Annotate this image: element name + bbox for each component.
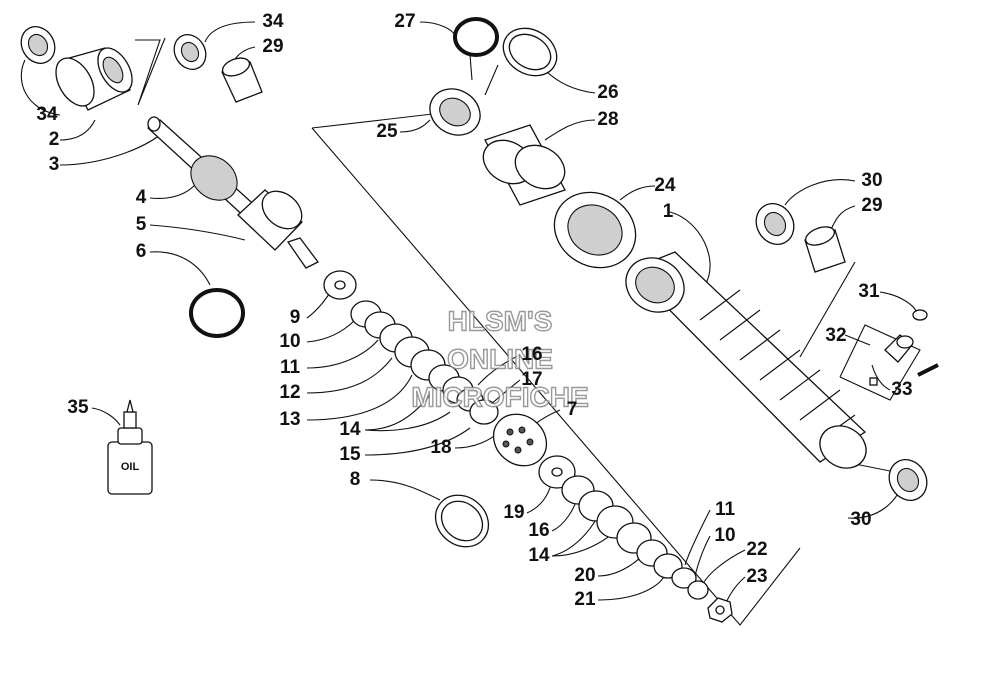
callout-29-top: 29 — [262, 36, 283, 57]
o-ring-27 — [453, 17, 499, 57]
callout-6: 6 — [136, 241, 147, 262]
callout-11-lower: 11 — [715, 499, 736, 520]
bushing-34-top-left — [20, 26, 56, 64]
callout-32: 32 — [825, 325, 846, 346]
ring-24 — [553, 191, 637, 269]
callout-16-lower: 16 — [528, 520, 549, 541]
watermark-line-3: MICROFICHE — [411, 381, 588, 412]
callout-33: 33 — [891, 379, 912, 400]
ring-26 — [502, 27, 558, 77]
washer-9 — [323, 270, 357, 300]
bushing-30-right-top — [755, 203, 795, 245]
callout-10-lower: 10 — [714, 525, 735, 546]
callout-14-lower: 14 — [528, 545, 550, 566]
bushing-30-right-bottom — [888, 459, 928, 501]
callout-19: 19 — [503, 502, 524, 523]
callout-22: 22 — [746, 539, 767, 560]
watermark-line-2: ONLINE — [447, 343, 553, 374]
callout-10-upper: 10 — [279, 331, 300, 352]
sleeve-28 — [482, 124, 566, 206]
sleeve-29-top — [221, 57, 263, 103]
callout-16-upper: 16 — [521, 344, 542, 365]
callout-31: 31 — [858, 281, 880, 302]
o-ring-6 — [189, 288, 245, 338]
reservoir-piston-25 — [429, 88, 481, 136]
callout-4: 4 — [136, 187, 147, 208]
callout-24: 24 — [654, 175, 676, 196]
piston-7 — [492, 413, 548, 467]
callout-30-bottom: 30 — [850, 509, 871, 530]
callout-27: 27 — [394, 11, 415, 32]
bushing-34-top — [173, 34, 207, 70]
watermark: HLSM'S ONLINE MICROFICHE — [411, 305, 590, 413]
callout-11-upper: 11 — [280, 357, 301, 378]
oil-label: OIL — [121, 461, 140, 473]
assembly-bracket — [311, 111, 921, 626]
shim-stack-lower — [538, 455, 709, 600]
callout-29-right: 29 — [861, 195, 882, 216]
callout-3: 3 — [49, 154, 60, 175]
callout-5: 5 — [136, 214, 147, 235]
spring-33 — [917, 363, 939, 377]
small-ball — [869, 377, 878, 386]
bumper-4 — [190, 155, 238, 201]
callout-15: 15 — [339, 444, 361, 465]
callout-14-upper: 14 — [339, 419, 361, 440]
screw-31 — [912, 309, 928, 321]
callout-35: 35 — [67, 397, 89, 418]
callout-17: 17 — [521, 369, 542, 390]
callout-18: 18 — [430, 437, 451, 458]
callout-21: 21 — [574, 589, 596, 610]
callout-23: 23 — [746, 566, 767, 587]
shock-body-1 — [625, 251, 867, 469]
seal-head-5 — [237, 189, 319, 269]
callout-13: 13 — [279, 409, 300, 430]
piston-ring-8 — [434, 494, 490, 548]
callout-20: 20 — [574, 565, 595, 586]
callout-labels: 34 29 34 2 3 4 5 6 9 10 11 12 13 14 15 1… — [36, 11, 912, 610]
callout-12: 12 — [279, 382, 300, 403]
callout-8: 8 — [350, 469, 361, 490]
callout-1: 1 — [663, 201, 674, 222]
eyelet-cap-2 — [55, 47, 133, 111]
callout-28: 28 — [597, 109, 618, 130]
callout-7: 7 — [567, 399, 578, 420]
watermark-line-1: HLSM'S — [448, 305, 553, 336]
callout-26: 26 — [597, 82, 618, 103]
valve-32 — [884, 334, 914, 363]
callout-30-top: 30 — [861, 170, 882, 191]
callout-9: 9 — [290, 307, 301, 328]
nut-23 — [707, 597, 733, 623]
callout-25: 25 — [376, 121, 398, 142]
sleeve-29-right — [804, 226, 846, 273]
oil-bottle-35 — [107, 399, 153, 495]
callout-34-top: 34 — [262, 11, 284, 32]
shim-stack-upper — [350, 300, 499, 425]
callout-34-left: 34 — [36, 104, 58, 125]
callout-2: 2 — [49, 129, 60, 150]
